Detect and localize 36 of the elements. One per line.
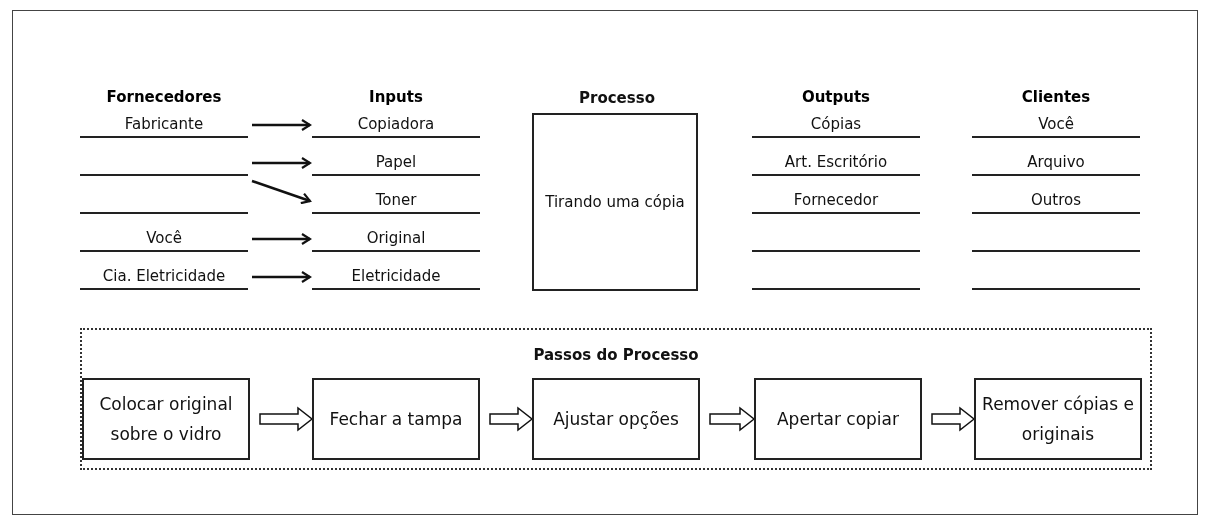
column-heading: Fornecedores — [105, 88, 223, 106]
arrow — [252, 232, 312, 246]
underlined-entry: Arquivo — [972, 150, 1140, 176]
underlined-entry: Cópias — [752, 112, 920, 138]
column-heading: Clientes — [1020, 88, 1092, 106]
underlined-entry: Copiadora — [312, 112, 480, 138]
step-box: Apertar copiar — [754, 378, 922, 460]
block-arrow — [709, 406, 756, 432]
underlined-entry: Cia. Eletricidade — [80, 264, 248, 290]
dotted-group-frame — [80, 328, 1152, 470]
process-text: Tirando uma cópia — [545, 193, 685, 211]
step-box: Colocar original sobre o vidro — [82, 378, 250, 460]
column-heading: Processo — [578, 89, 656, 107]
underlined-entry: Original — [312, 226, 480, 252]
underlined-entry: Toner — [312, 188, 480, 214]
underlined-entry: Você — [80, 226, 248, 252]
arrow — [252, 118, 312, 132]
underlined-entry: Papel — [312, 150, 480, 176]
step-box: Fechar a tampa — [312, 378, 480, 460]
underlined-entry: Art. Escritório — [752, 150, 920, 176]
block-arrow — [259, 406, 314, 432]
underlined-entry: Fabricante — [80, 112, 248, 138]
block-arrow — [489, 406, 534, 432]
arrow — [251, 179, 312, 205]
column-heading: Inputs — [368, 88, 424, 106]
block-arrow — [931, 406, 976, 432]
step-box: Remover cópias e originais — [974, 378, 1142, 460]
group-title: Passos do Processo — [532, 346, 700, 364]
step-box: Ajustar opções — [532, 378, 700, 460]
underlined-entry: Fornecedor — [752, 188, 920, 214]
underlined-entry: Você — [972, 112, 1140, 138]
underlined-entry: Eletricidade — [312, 264, 480, 290]
arrow — [252, 156, 312, 170]
arrow — [252, 270, 312, 284]
column-heading: Outputs — [800, 88, 872, 106]
underlined-entry: Outros — [972, 188, 1140, 214]
